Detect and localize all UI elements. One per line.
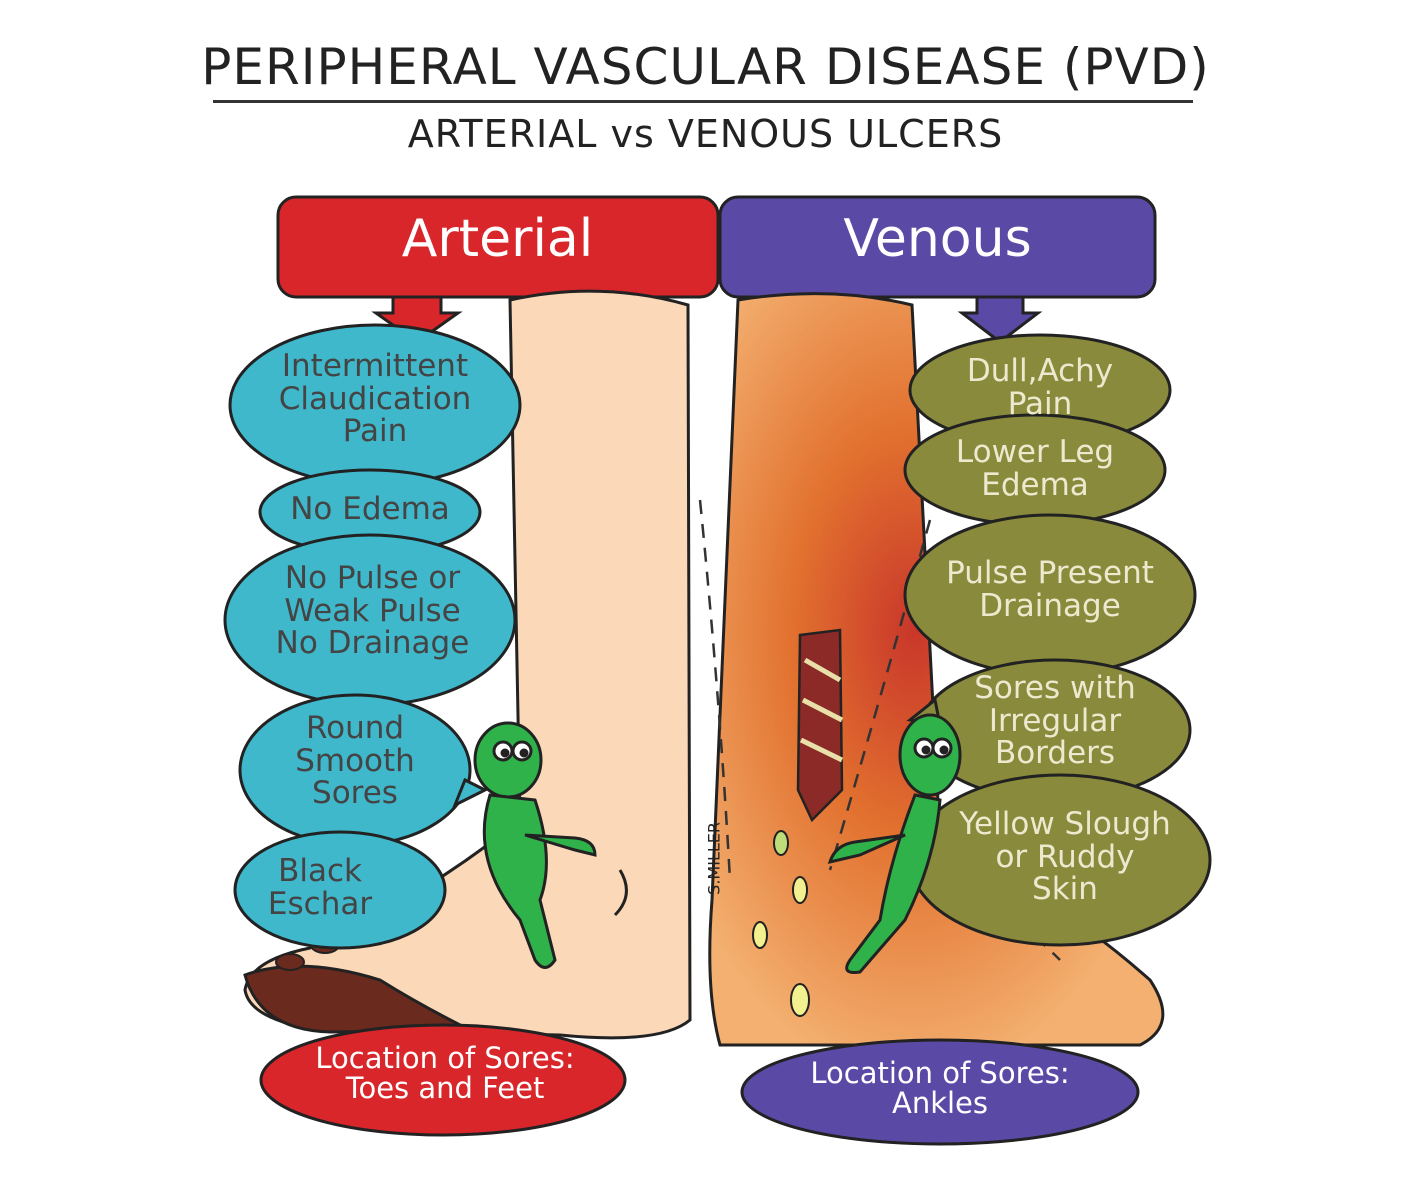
venous-location-box <box>740 1038 1140 1146</box>
arterial-character <box>473 721 597 969</box>
venous-item: Yellow Slough or Ruddy Skin <box>959 806 1171 908</box>
arterial-item: Black Eschar <box>267 853 373 922</box>
venous-header-box <box>718 195 1157 344</box>
arterial-location: Location of Sores: Toes and Feet <box>315 1041 575 1106</box>
venous-location: Location of Sores: Ankles <box>810 1056 1070 1121</box>
arterial-item: No Pulse or Weak Pulse No Drainage <box>275 560 470 662</box>
arterial-item: Round Smooth Sores <box>295 710 415 812</box>
arterial-bubbles <box>223 323 522 950</box>
arterial-header-box <box>276 195 720 344</box>
arterial-location-box <box>259 1023 627 1137</box>
venous-item: Pulse Present Drainage <box>946 555 1154 624</box>
venous-header: Venous <box>843 209 1032 269</box>
arterial-header: Arterial <box>401 209 594 269</box>
page-subtitle: ARTERIAL vs VENOUS ULCERS <box>407 112 1004 156</box>
venous-character <box>827 713 962 974</box>
venous-bubbles <box>903 333 1212 947</box>
venous-item: Lower Leg Edema <box>955 434 1115 503</box>
arterial-item: No Edema <box>290 491 450 527</box>
venous-item: Dull,Achy Pain <box>966 353 1114 422</box>
title-underline <box>213 100 1193 103</box>
arterial-item: Intermittent Claudication Pain <box>278 348 472 450</box>
artist-signature: S.MILLER <box>704 821 724 895</box>
page-title: PERIPHERAL VASCULAR DISEASE (PVD) <box>201 38 1210 96</box>
venous-item: Sores with Irregular Borders <box>974 670 1136 772</box>
